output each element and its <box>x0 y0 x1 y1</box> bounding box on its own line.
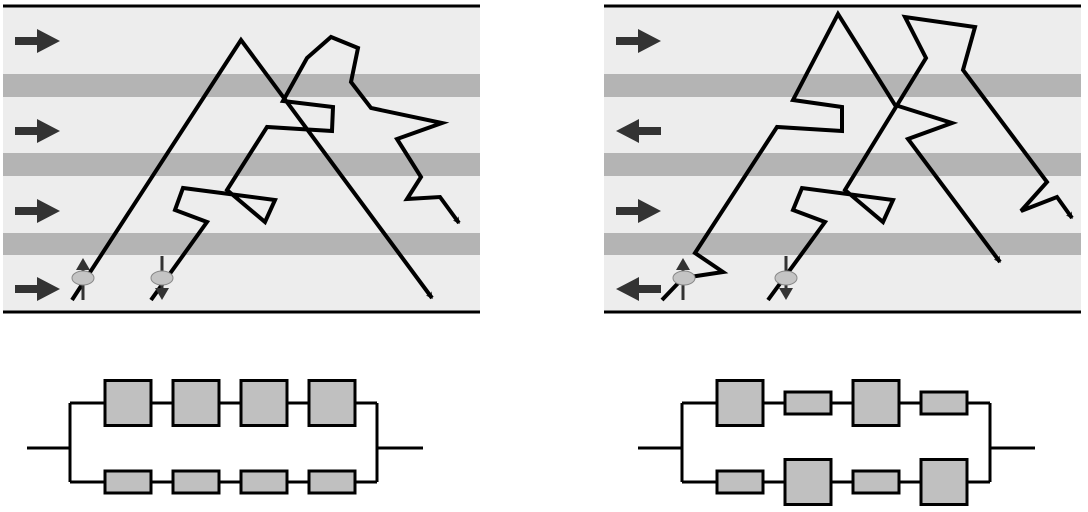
spacer-band <box>3 233 480 255</box>
resistor-large <box>171 379 221 427</box>
resistor-large <box>239 379 289 427</box>
arrow-right-icon <box>616 29 661 53</box>
electron-path-spin-up <box>70 36 434 302</box>
resistor-large <box>103 379 153 427</box>
spin-down-icon <box>150 256 174 300</box>
arrow-right-icon <box>15 119 60 143</box>
parallel-resistor-network <box>27 379 423 495</box>
spacer-band <box>604 233 1081 255</box>
arrow-left-icon <box>616 119 661 143</box>
spacer-band <box>604 153 1081 176</box>
arrow-right-icon <box>15 277 60 301</box>
electron-path-spin-down <box>149 34 461 302</box>
resistor-small <box>103 469 153 495</box>
electron-path-spin-up <box>660 9 1002 302</box>
spacer-band <box>604 74 1081 97</box>
antiparallel-panel <box>604 4 1081 314</box>
resistor-small <box>171 469 221 495</box>
resistor-small <box>715 469 765 495</box>
resistor-large <box>851 379 901 427</box>
spin-down-icon <box>774 256 798 300</box>
resistor-small <box>919 390 969 416</box>
resistor-large <box>715 379 765 427</box>
spin-up-icon <box>71 258 95 300</box>
resistor-small <box>239 469 289 495</box>
arrow-right-icon <box>616 199 661 223</box>
spacer-band <box>3 74 480 97</box>
resistor-small <box>783 390 833 416</box>
resistor-large <box>783 458 833 506</box>
parallel-panel <box>3 4 480 314</box>
resistor-small <box>851 469 901 495</box>
antiparallel-resistor-network <box>638 379 1035 506</box>
arrow-left-icon <box>616 277 661 301</box>
spin-up-icon <box>672 258 696 300</box>
resistor-small <box>307 469 357 495</box>
resistor-large <box>307 379 357 427</box>
resistor-large <box>919 458 969 506</box>
arrow-right-icon <box>15 29 60 53</box>
electron-path-spin-down <box>766 14 1074 302</box>
arrow-right-icon <box>15 199 60 223</box>
